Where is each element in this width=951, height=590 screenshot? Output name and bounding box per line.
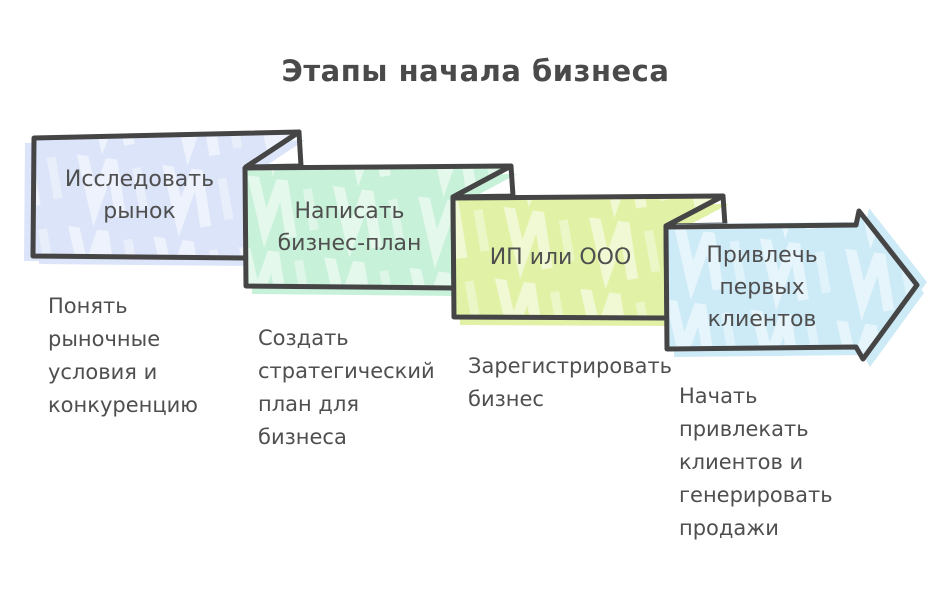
stage-4-label: Привлечь первых клиентов [706, 243, 818, 332]
stage-4-arrow-outline [663, 208, 920, 362]
stage-4-arrow [663, 208, 927, 367]
stage-3-label: ИП или ООО [489, 245, 632, 270]
stage-2-box [242, 163, 517, 296]
stage-2-texture [245, 166, 511, 288]
stage-4-description: Начать привлекать клиентов и генерироват… [679, 384, 833, 540]
stage-1-description: Понять рыночные условия и конкуренцию [48, 294, 198, 417]
stage-2-description: Создать стратегический план для бизнеса [258, 326, 435, 449]
stage-3-box [450, 193, 729, 326]
stage-3-texture [453, 196, 723, 318]
stage-1-box [24, 129, 305, 266]
stage-4-texture [666, 211, 917, 359]
stage-1-label: Исследовать рынок [64, 167, 215, 224]
stage-2-label: Написать бизнес-план [277, 199, 422, 256]
stage-3-description: Зарегистрировать бизнес [468, 354, 673, 411]
stage-1-texture [33, 132, 299, 258]
diagram-title: Этапы начала бизнеса [281, 54, 670, 88]
